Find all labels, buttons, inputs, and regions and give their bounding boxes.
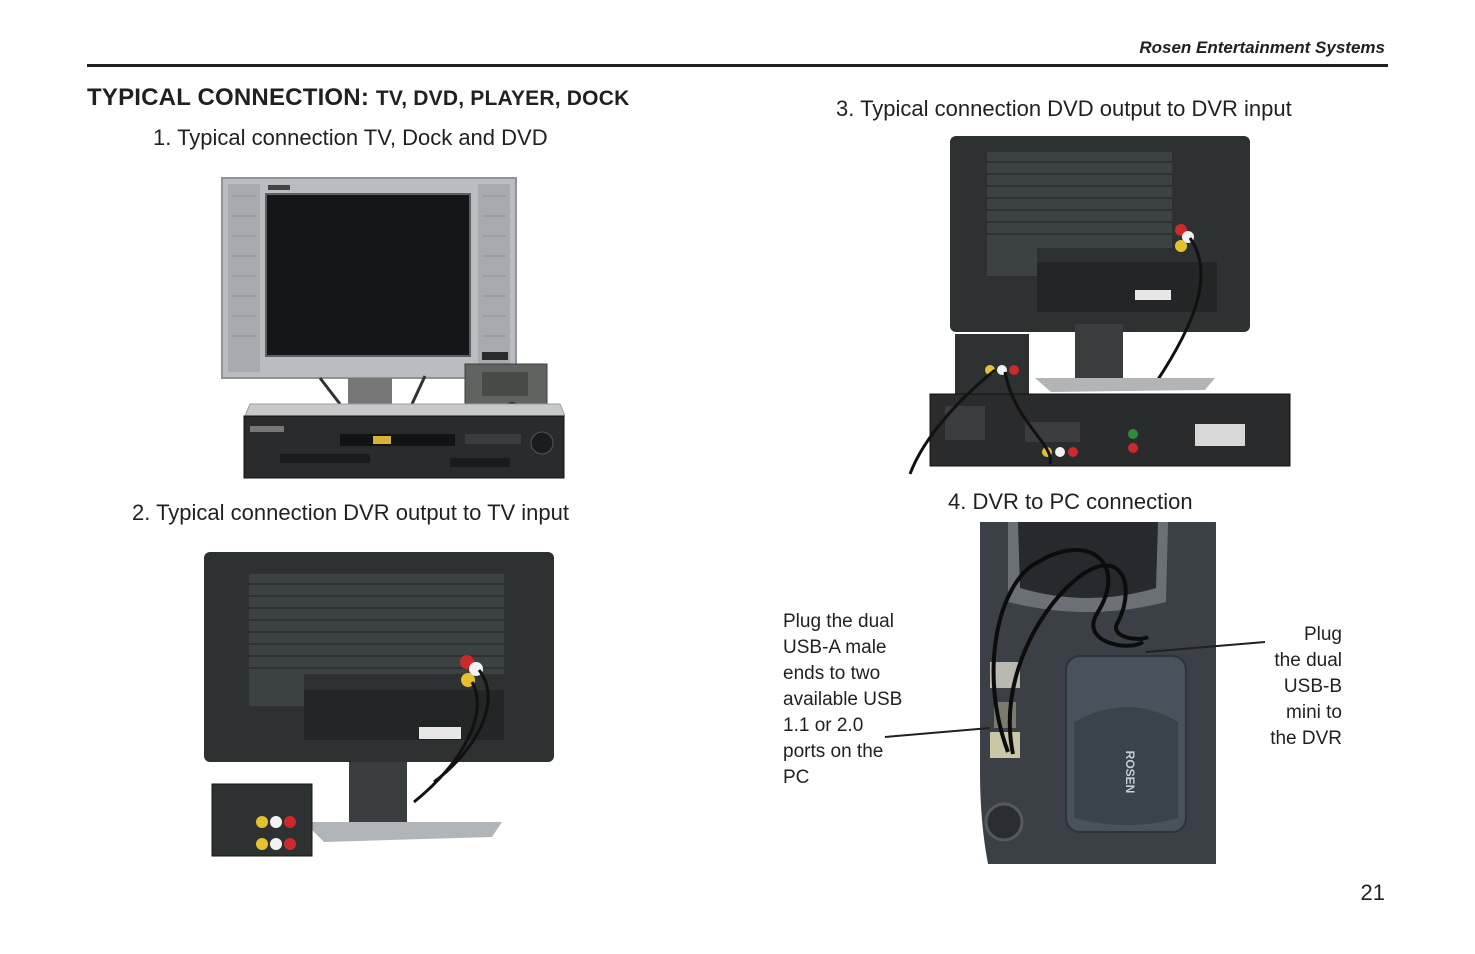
section-title-sub: TV, DVD, PLAYER, DOCK bbox=[375, 87, 630, 110]
figure-3-caption: 3. Typical connection DVD output to DVR … bbox=[836, 96, 1292, 121]
callout-usb-a-line: 1.1 or 2.0 bbox=[783, 715, 864, 736]
callout-usb-a-line: ports on the bbox=[783, 741, 884, 762]
callout-usb-b-line: mini to bbox=[1286, 702, 1342, 723]
callout-usb-b-line: Plug bbox=[1303, 624, 1342, 645]
section-title-main: TYPICAL CONNECTION: bbox=[87, 84, 370, 111]
callout-usb-b-line: the DVR bbox=[1270, 728, 1342, 749]
callout-usb-a-line: PC bbox=[783, 767, 810, 788]
figure-1-photo bbox=[221, 177, 565, 479]
callout-usb-a-line: USB-A male bbox=[783, 637, 887, 658]
callout-usb-a: Plug the dual USB-A male ends to two ava… bbox=[783, 609, 902, 791]
callout-usb-a-line: available USB bbox=[783, 689, 903, 710]
callout-usb-b-line: USB-B bbox=[1283, 676, 1342, 697]
section-heading: TYPICAL CONNECTION: TV, DVD, PLAYER, DOC… bbox=[87, 84, 629, 112]
figure-4-caption: 4. DVR to PC connection bbox=[948, 489, 1193, 514]
callout-leaders bbox=[884, 641, 1266, 738]
header-brand: Rosen Entertainment Systems bbox=[1139, 38, 1385, 57]
callout-usb-b-line: the dual bbox=[1274, 650, 1342, 671]
callout-usb-a-line: Plug the dual bbox=[783, 611, 894, 632]
figure-1-caption: 1. Typical connection TV, Dock and DVD bbox=[153, 125, 548, 150]
usb-device-brand-label: ROSEN bbox=[1123, 751, 1137, 794]
page-number: 21 bbox=[1360, 880, 1385, 905]
figure-2-caption: 2. Typical connection DVR output to TV i… bbox=[132, 500, 570, 525]
figure-2-photo bbox=[204, 552, 554, 857]
callout-usb-a-line: ends to two bbox=[783, 663, 881, 684]
figure-3-photo bbox=[908, 136, 1291, 475]
figure-4-photo: ROSEN bbox=[980, 522, 1216, 864]
header-rule bbox=[87, 64, 1388, 67]
callout-usb-b: Plug the dual USB-B mini to the DVR bbox=[1242, 622, 1342, 752]
